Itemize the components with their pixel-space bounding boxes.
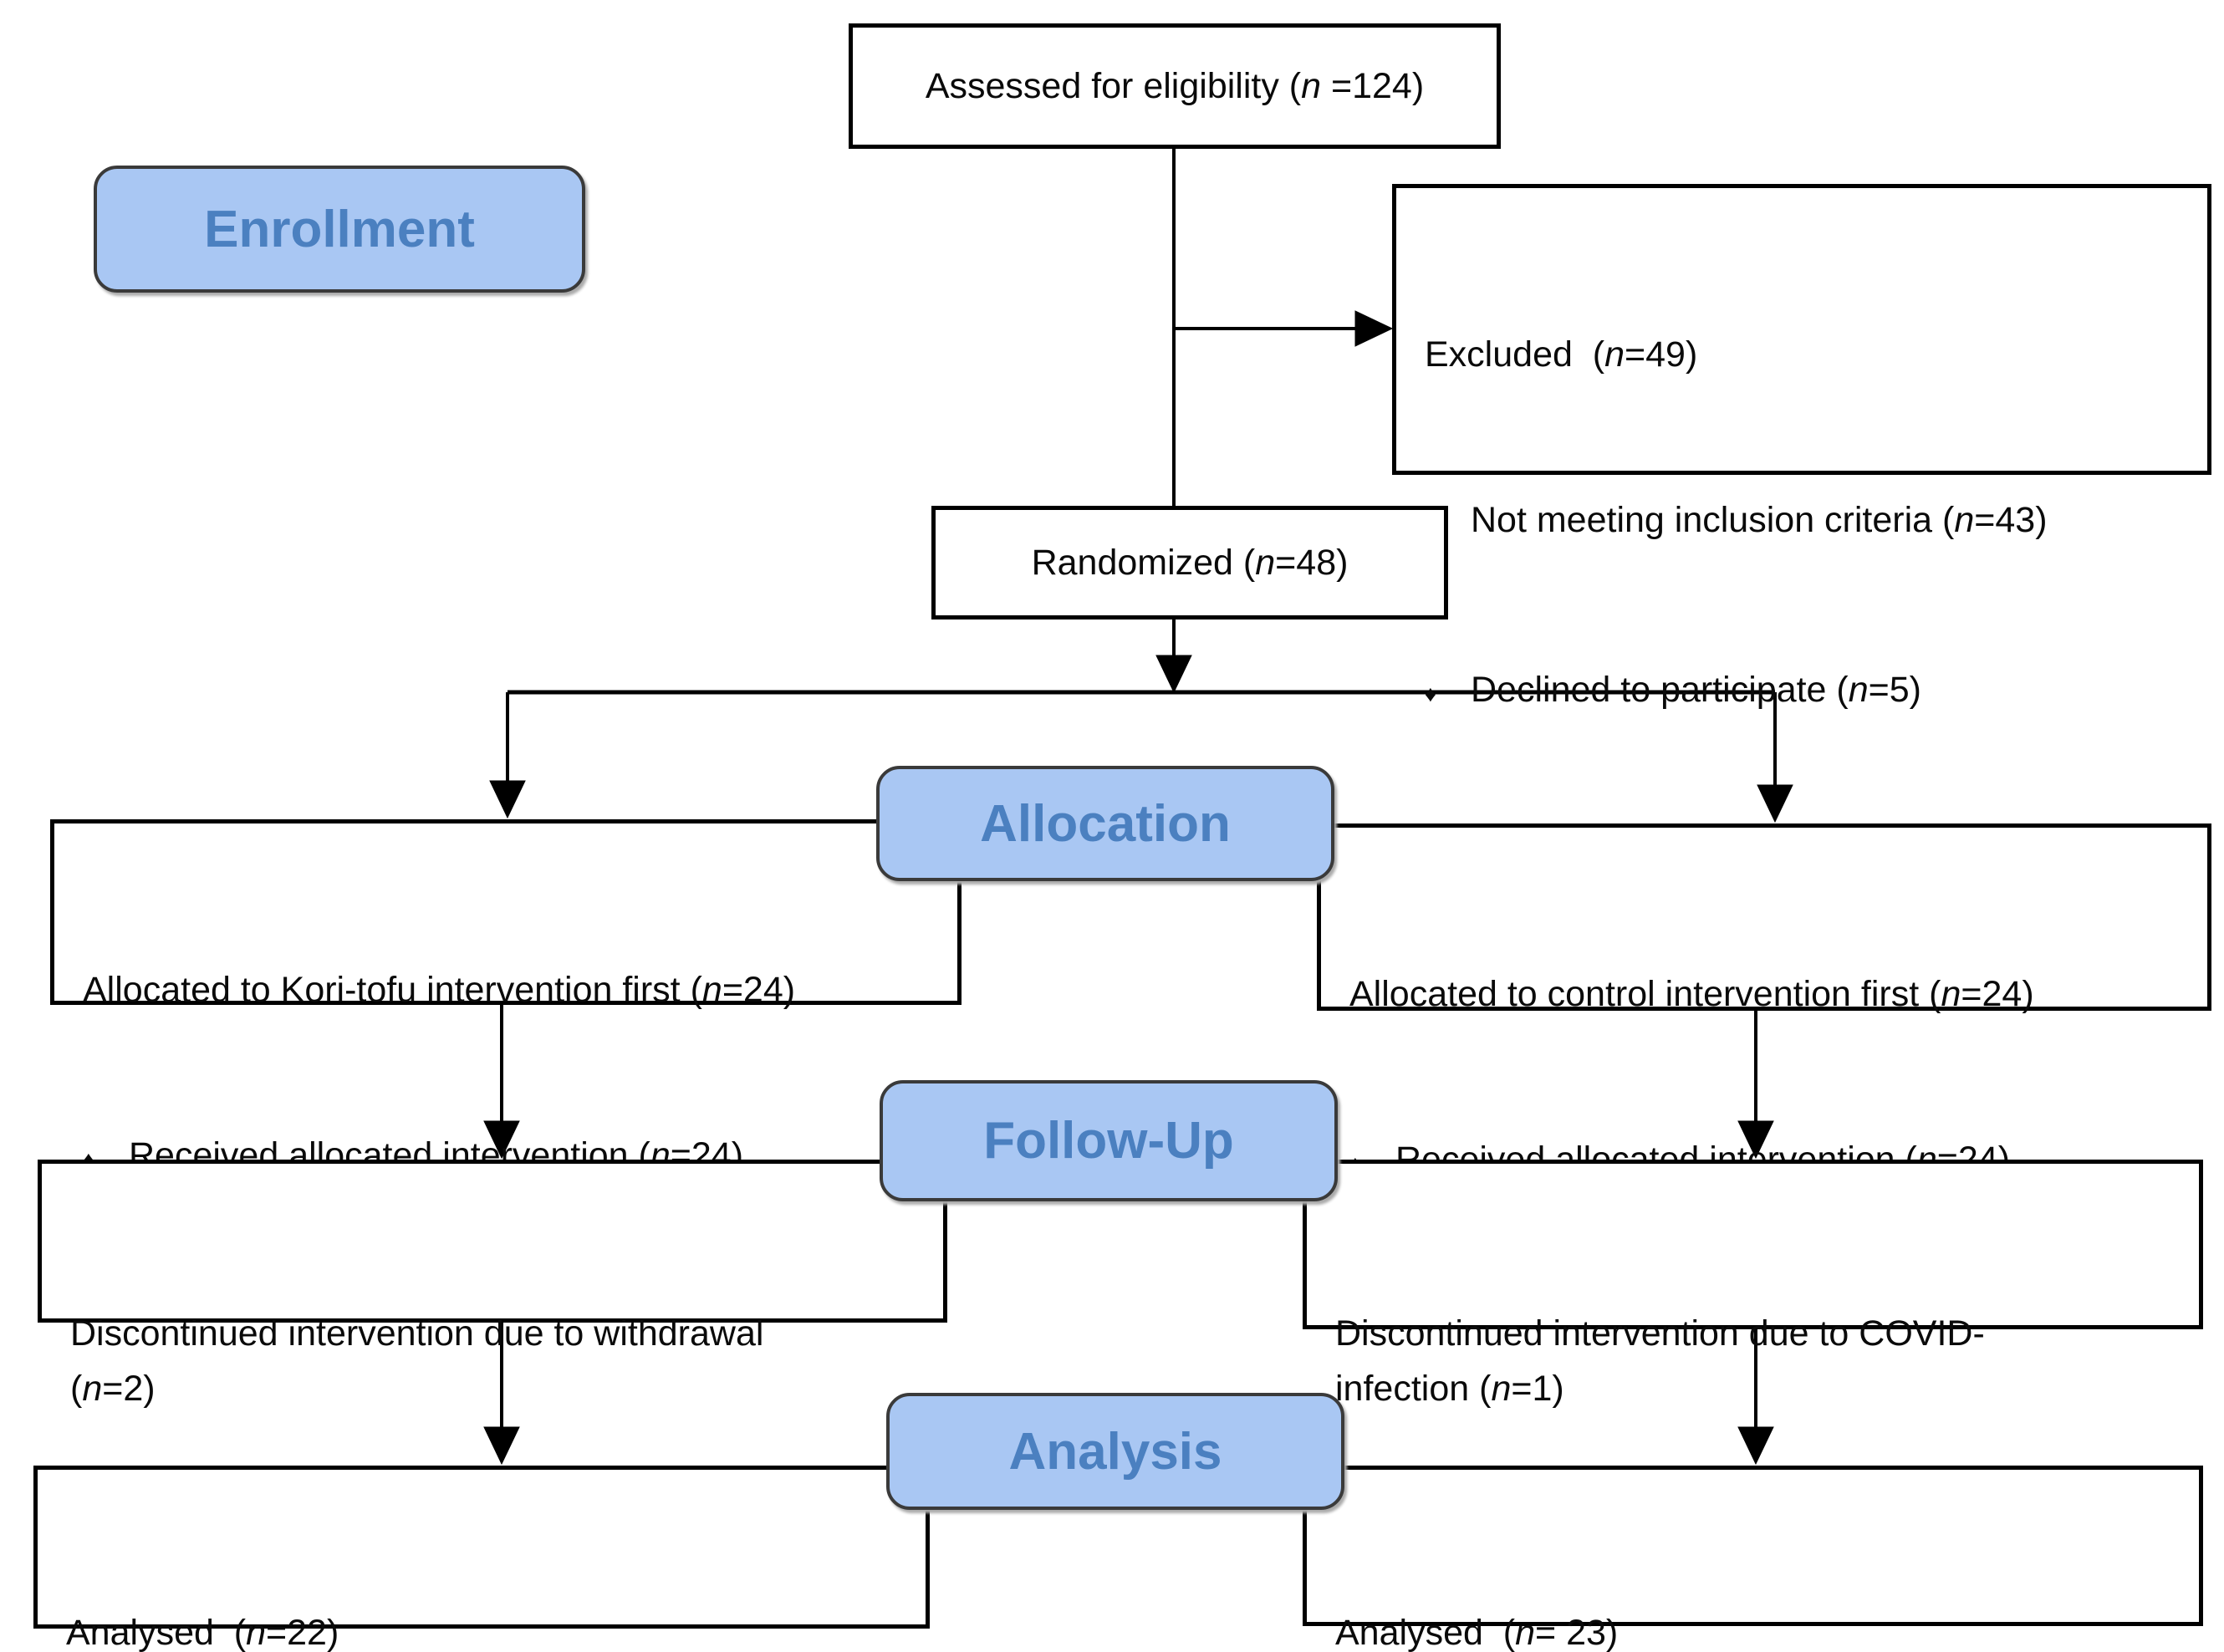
list-item: ♦ Not meeting inclusion criteria (n=43)	[1425, 492, 2187, 552]
analysis-title: Analysed (n=22)	[66, 1613, 339, 1652]
stage-label-followup: Follow-Up	[880, 1080, 1338, 1201]
list-item: ♦ Declined to participate (n=5)	[1425, 662, 2187, 721]
arrow-head-icon	[1737, 1120, 1774, 1160]
arrow-head-icon	[1354, 310, 1394, 347]
excluded-reason: Declined to participate (n=5)	[1471, 670, 1922, 710]
kori-analysis-box: Analysed (n=22) ♦ Excluded from analysis…	[33, 1466, 930, 1652]
arrow-head-icon	[483, 1120, 520, 1160]
arrow-head-icon	[1737, 1426, 1774, 1466]
allocation-title: Allocated to Kori-tofu intervention firs…	[83, 970, 796, 1010]
stage-label-analysis: Analysis	[886, 1393, 1344, 1510]
excluded-box: Excluded (n=49) ♦ Not meeting inclusion …	[1392, 184, 2211, 880]
control-analysis-box: Analysed (n= 23) ♦ Excluded from analysi…	[1303, 1466, 2203, 1652]
kori-followup-box: Discontinued intervention due to withdra…	[38, 1160, 947, 1409]
followup-text: Discontinued intervention due to withdra…	[70, 1313, 764, 1409]
arrow-head-icon	[1757, 784, 1793, 823]
kori-allocation-box: Allocated to Kori-tofu intervention firs…	[50, 819, 962, 1175]
stage-label-enrollment: Enrollment	[94, 166, 585, 293]
assessed-box: Assessed for eligibility (n =124)	[849, 23, 1501, 149]
arrow-branch-to-control-allocation	[1757, 692, 1793, 823]
assessed-text: Assessed for eligibility (n =124)	[925, 66, 1425, 106]
randomized-text: Randomized (n=48)	[1031, 543, 1349, 583]
randomized-box: Randomized (n=48)	[931, 506, 1448, 620]
allocation-title: Allocated to control intervention first …	[1349, 974, 2034, 1014]
arrow-branch-to-kori-allocation	[489, 692, 526, 819]
followup-text: Discontinued intervention due to COVID-i…	[1335, 1313, 1985, 1409]
bullet-diamond-icon: ♦	[1425, 681, 1436, 706]
arrow-control-allocation-to-followup	[1737, 1011, 1774, 1160]
arrow-to-excluded	[1174, 310, 1394, 347]
arrow-control-followup-to-analysis	[1737, 1329, 1774, 1466]
arrow-head-icon	[483, 1426, 520, 1466]
arrow-kori-allocation-to-followup	[483, 1005, 520, 1160]
control-followup-box: Discontinued intervention due to COVID-i…	[1303, 1160, 2203, 1409]
arrow-randomized-to-branch	[1155, 620, 1192, 694]
excluded-title: Excluded (n=49)	[1425, 334, 1698, 375]
control-allocation-box: Allocated to control intervention first …	[1317, 823, 2211, 1180]
analysis-title: Analysed (n= 23)	[1335, 1613, 1619, 1652]
arrow-head-icon	[489, 780, 526, 819]
excluded-reason: Not meeting inclusion criteria (n=43)	[1471, 500, 2048, 540]
arrow-kori-followup-to-analysis	[483, 1323, 520, 1466]
arrow-head-icon	[1155, 655, 1192, 694]
stage-label-allocation: Allocation	[876, 766, 1334, 881]
